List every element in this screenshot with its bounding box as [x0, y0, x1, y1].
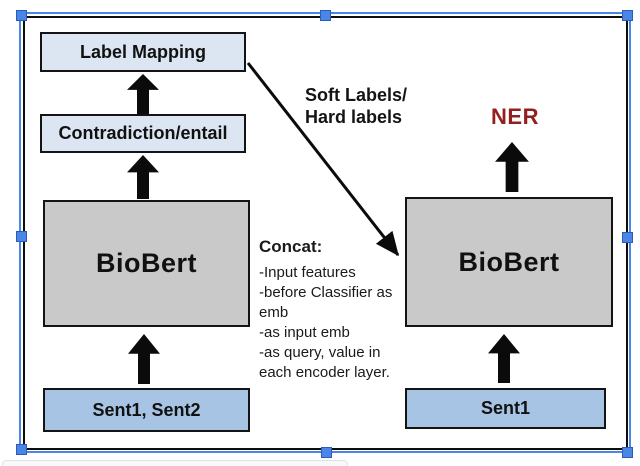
selection-handle-e[interactable] — [622, 232, 633, 243]
biobert-left-text: BioBert — [95, 248, 197, 278]
label-mapping-box: Label Mapping — [40, 32, 246, 72]
concat-line: -as input emb — [259, 324, 350, 341]
hard-labels-line: Hard labels — [305, 107, 403, 127]
selection-handle-se[interactable] — [622, 447, 633, 458]
biobert-right-box: BioBert — [405, 197, 613, 327]
contradiction-entail-box: Contradiction/entail — [40, 114, 246, 153]
label-mapping-text: Label Mapping — [80, 41, 206, 62]
selection-handle-ne[interactable] — [622, 10, 633, 21]
up-arrow-to-biobert-left — [128, 334, 160, 384]
up-arrow-to-label-mapping — [127, 74, 159, 114]
soft-labels-line: Soft Labels/ — [305, 85, 408, 105]
biobert-right-text: BioBert — [458, 246, 560, 277]
sent1-text: Sent1 — [480, 398, 531, 418]
concat-line: emb — [259, 304, 289, 321]
concat-line: each encoder layer. — [259, 364, 390, 381]
selection-handle-sw[interactable] — [16, 444, 27, 455]
sent1-box: Sent1 — [405, 388, 606, 429]
page-edge-element — [2, 460, 348, 466]
concat-line: -before Classifier as — [259, 284, 393, 301]
sent1-sent2-text: Sent1, Sent2 — [92, 399, 201, 420]
concat-annotation: Concat: -Input features -before Classifi… — [259, 237, 415, 383]
concat-line: -as query, value in — [259, 344, 381, 361]
concat-line: -Input features — [259, 264, 356, 281]
selection-handle-n[interactable] — [320, 10, 331, 21]
biobert-left-box: BioBert — [43, 200, 250, 327]
concat-title: Concat: — [259, 237, 323, 256]
up-arrow-to-contradiction — [127, 155, 159, 199]
soft-hard-labels-text: Soft Labels/ Hard labels — [305, 84, 445, 128]
sent1-sent2-box: Sent1, Sent2 — [43, 388, 250, 432]
up-arrow-to-ner — [495, 142, 529, 192]
ner-label: NER — [491, 104, 539, 129]
up-arrow-to-biobert-right — [488, 334, 520, 383]
selection-handle-nw[interactable] — [16, 10, 27, 21]
contradiction-entail-text: Contradiction/entail — [58, 123, 228, 143]
selection-handle-s[interactable] — [321, 447, 332, 458]
selection-handle-w[interactable] — [16, 231, 27, 242]
